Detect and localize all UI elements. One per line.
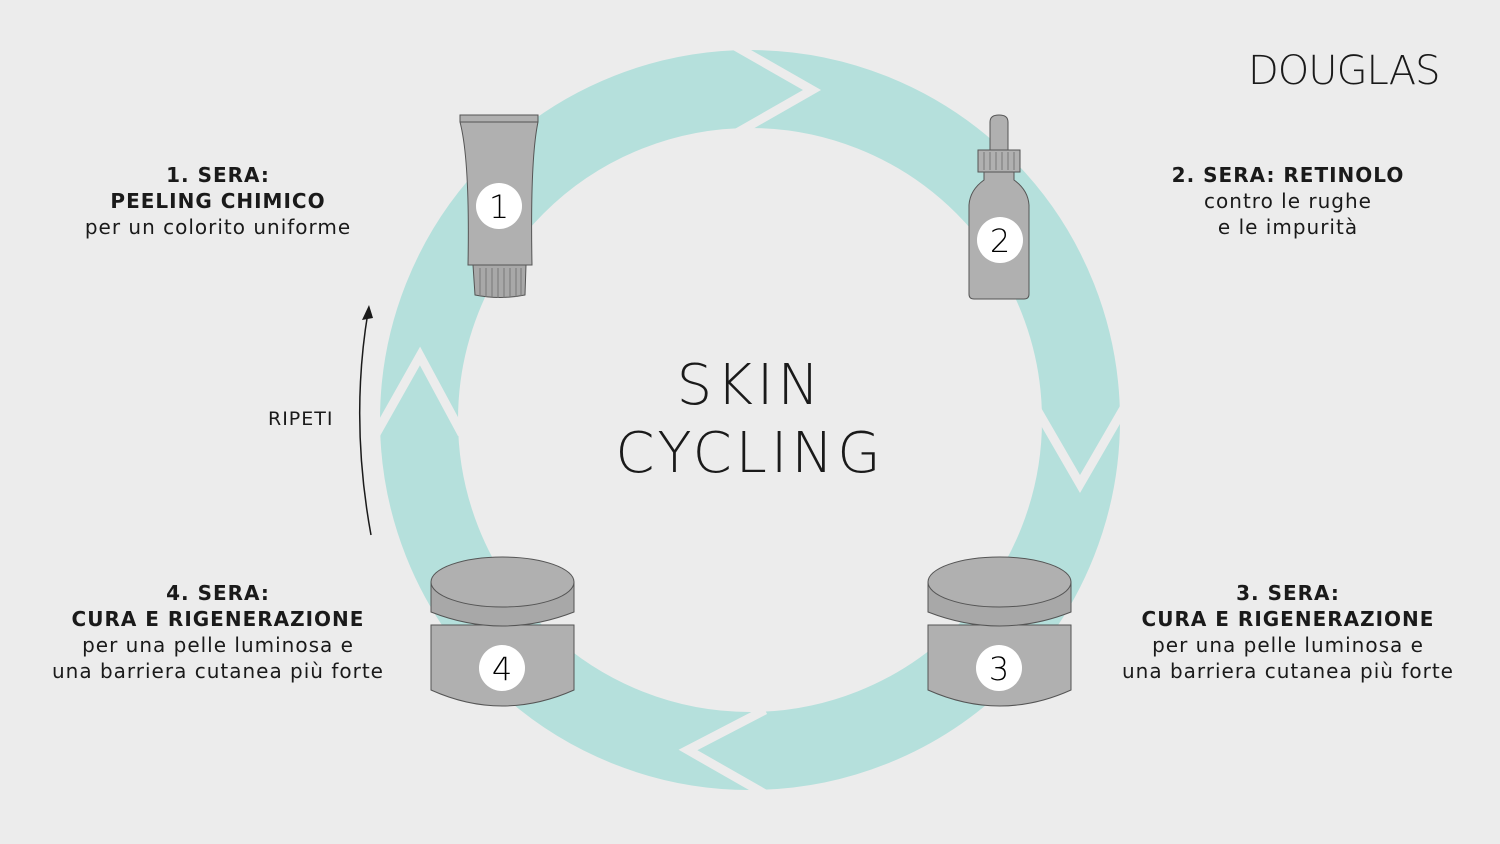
step-description: una barriera cutanea più forte [1121, 659, 1454, 683]
step-description: e le impurità [1217, 215, 1359, 239]
step-heading: PEELING CHIMICO [110, 189, 326, 213]
step-heading: 2. SERA: RETINOLO [1171, 163, 1405, 187]
step-description: per un colorito uniforme [84, 215, 352, 239]
step-heading: 1. SERA: [166, 163, 270, 187]
step-badge-3: 3 [976, 645, 1022, 691]
chevron-bottom [678, 706, 768, 798]
repeat-label: RIPETI [268, 408, 334, 430]
svg-text:1: 1 [489, 188, 509, 226]
chevron-right [1032, 405, 1128, 493]
chevron-top [732, 42, 822, 138]
step-description: per una pelle luminosa e [1152, 633, 1424, 657]
cycle-ring [380, 50, 1120, 790]
repeat-arrow-head [362, 305, 373, 320]
step-description: una barriera cutanea più forte [51, 659, 384, 683]
step-3-label: 3. SERA: CURA E RIGENERAZIONE per una pe… [1108, 580, 1468, 684]
step-heading: CURA E RIGENERAZIONE [1141, 607, 1435, 631]
ring-chevron-gaps [372, 42, 1128, 798]
step-4-label: 4. SERA: CURA E RIGENERAZIONE per una pe… [38, 580, 398, 684]
step-heading: CURA E RIGENERAZIONE [71, 607, 365, 631]
step-badge-2: 2 [977, 217, 1023, 263]
title-line-1: SKIN [676, 353, 824, 418]
step-description: contro le rughe [1204, 189, 1372, 213]
step-badge-4: 4 [479, 645, 525, 691]
step-1-label: 1. SERA: PEELING CHIMICO per un colorito… [58, 162, 378, 240]
step-description: per una pelle luminosa e [82, 633, 354, 657]
step-heading: 4. SERA: [166, 581, 270, 605]
chevron-left [372, 346, 466, 437]
repeat-arrow [358, 311, 372, 536]
step-heading: 3. SERA: [1236, 581, 1340, 605]
step-badge-1: 1 [476, 183, 522, 229]
page-title: SKIN CYCLING [550, 352, 950, 488]
svg-text:2: 2 [990, 222, 1010, 260]
douglas-logo: DOUGLAS [1248, 48, 1441, 94]
step-2-label: 2. SERA: RETINOLO contro le rughe e le i… [1128, 162, 1448, 240]
svg-text:4: 4 [492, 650, 512, 688]
title-line-2: CYCLING [615, 421, 885, 486]
jar-icon [927, 556, 1072, 707]
svg-text:3: 3 [989, 650, 1009, 688]
